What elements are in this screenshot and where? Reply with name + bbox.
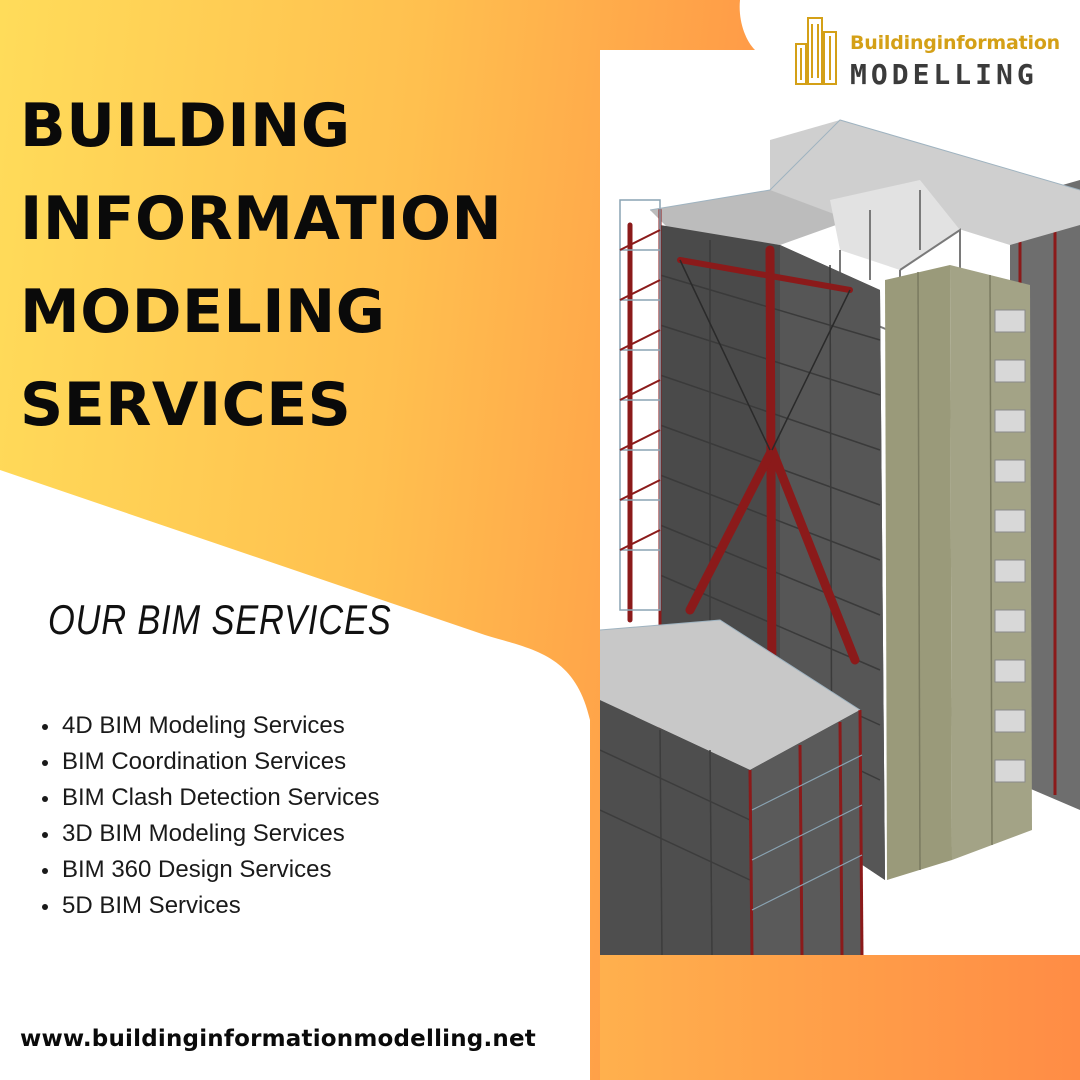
list-item: BIM 360 Design Services [42,852,379,888]
headline: BUILDING INFORMATION MODELING SERVICES [20,80,580,452]
service-label: 5D BIM Services [62,892,241,919]
service-label: BIM Clash Detection Services [62,784,380,811]
service-label: 4D BIM Modeling Services [62,712,345,739]
headline-line-3: MODELING [20,277,386,347]
service-label: BIM 360 Design Services [62,856,332,883]
headline-line-2: INFORMATION [20,184,503,254]
orange-gradient-shape [0,0,755,1080]
skyscraper-outline-icon [795,17,837,85]
bullet-icon [42,796,48,802]
service-label: 3D BIM Modeling Services [62,820,345,847]
website-link[interactable]: www.buildinginformationmodelling.net [20,1026,536,1052]
logo-text-top: Buildinginformation [850,32,1060,54]
bim-building-illustration [600,50,1080,955]
services-title: OUR BIM SERVICES [48,596,392,643]
headline-line-4: SERVICES [20,370,352,440]
bullet-icon [42,760,48,766]
list-item: 3D BIM Modeling Services [42,816,379,852]
list-item: 5D BIM Services [42,888,379,924]
list-item: BIM Clash Detection Services [42,780,379,816]
bullet-icon [42,868,48,874]
orange-bottom-block [600,955,1080,1080]
service-label: BIM Coordination Services [62,748,347,775]
list-item: 4D BIM Modeling Services [42,708,379,744]
brand-logo: Buildinginformation MODELLING [792,14,1062,91]
bullet-icon [42,832,48,838]
logo-text-bottom: MODELLING [850,58,1038,91]
bullet-icon [42,724,48,730]
bullet-icon [42,904,48,910]
headline-line-1: BUILDING [20,91,351,161]
services-list: 4D BIM Modeling Services BIM Coordinatio… [42,708,379,924]
list-item: BIM Coordination Services [42,744,379,780]
